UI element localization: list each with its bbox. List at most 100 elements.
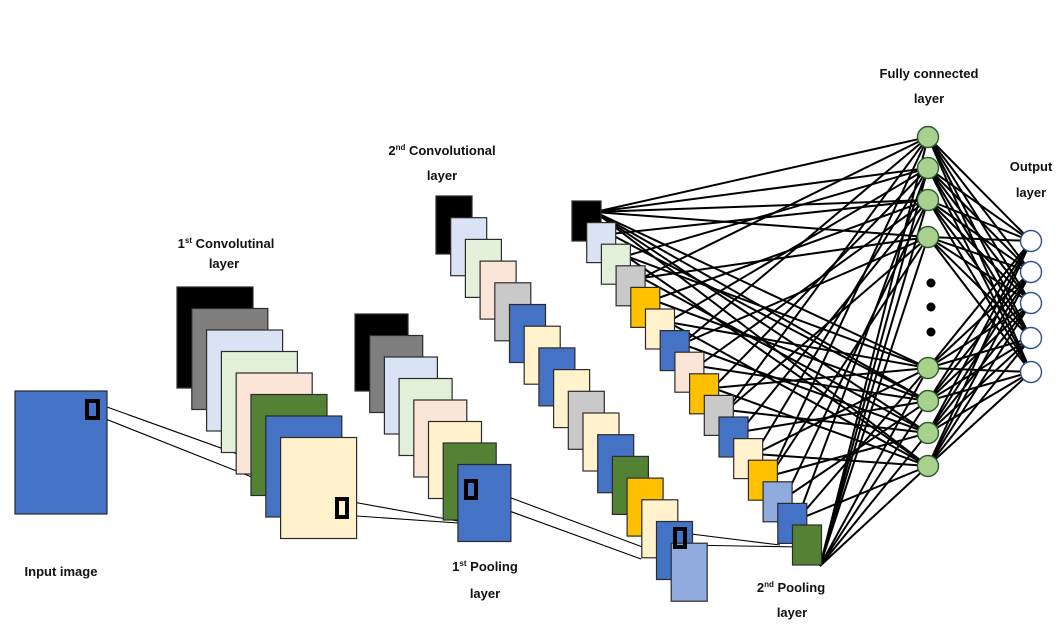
fc-input-wire [726,236,929,411]
fc-input-wire [594,211,929,369]
fc-input-wire [594,211,929,238]
fc-input-wire [819,167,929,567]
ellipsis-dot-3 [926,327,936,337]
fc-input-wire [819,199,929,567]
fc-input-wire [594,167,929,213]
fc-input-wire [594,136,929,213]
fc-node-6 [916,389,940,413]
fc-input-wire [594,211,929,402]
fc-input-wire [796,465,929,521]
fc-input-wire [652,299,929,402]
fc-input-wire [641,277,929,434]
input-image-square [14,390,108,515]
fc-input-wire [681,343,929,434]
fc-node-7 [916,421,940,445]
fc-input-wire [697,365,929,402]
conv1-map-8 [280,436,358,540]
output-wire [927,240,1032,467]
fully-connected-label-line2: layer [914,91,944,106]
fc-input-wire [726,409,929,434]
conv1-receptive-field [335,497,349,519]
output-wire [927,199,1032,273]
neuron-nodes [916,125,1043,478]
pool1-map-8 [457,463,512,543]
output-wire [927,199,1032,304]
output-wire [927,236,1032,242]
ellipsis-dot-2 [926,302,936,312]
fc-input-wire [697,199,929,367]
output-wire [927,240,1032,434]
fc-input-wire [819,367,929,567]
projection-line-7 [682,532,781,546]
fc-input-wire [641,136,929,279]
fc-input-wire [594,211,929,434]
fc-input-wire [754,453,929,467]
output-node-2 [1019,260,1043,284]
fc-input-wire [625,167,929,257]
fc-input-wire [769,136,929,477]
fc-node-3 [916,188,940,212]
pool2-label-line1: 2nd Pooling [757,580,825,595]
output-wire [927,302,1032,467]
fc-input-wire [754,367,929,455]
fc-input-wire [784,199,929,499]
output-wire [927,199,1032,242]
conv2-label-line1: 2nd Convolutional [388,143,495,158]
fc-input-wire [667,167,929,323]
output-wire [927,337,1032,467]
conv1-label-line1: 1st Convolutinal [178,236,275,251]
output-node-3 [1019,291,1043,315]
ellipsis-dot-1 [926,278,936,288]
fc-input-wire [625,255,929,467]
output-node-5 [1019,360,1043,384]
conv1-label-line2: layer [209,256,239,271]
fc-input-wire [739,400,929,433]
feature-map-stacks [14,195,823,602]
output-wire [927,371,1032,467]
conv2-label-line2: layer [427,168,457,183]
pool2-map-16 [791,524,823,566]
fc-node-2 [916,156,940,180]
input-image-label: Input image [25,564,98,579]
output-wire [927,271,1032,467]
input-receptive-field [85,399,100,420]
fc-node-1 [916,125,940,149]
output-wire [927,167,1032,242]
pool1-label-line2: layer [470,586,500,601]
fc-input-wire [667,321,929,467]
fc-input-wire [819,136,929,567]
fc-node-4 [916,225,940,249]
pool1-receptive-field [464,479,478,500]
fc-input-wire [594,199,929,213]
conv2-map-17 [670,542,708,602]
output-node-1 [1019,229,1043,253]
fc-node-5 [916,356,940,380]
output-label-line1: Output [1010,159,1053,174]
fc-node-8 [916,454,940,478]
fully-connected-label-line1: Fully connected [880,66,979,81]
fc-input-wire [712,387,929,467]
fc-input-wire [667,321,929,369]
fc-input-wire [819,400,929,567]
output-wire [927,240,1032,369]
fc-input-wire [712,367,929,389]
pool2-label-line2: layer [777,605,807,620]
output-wire [927,240,1032,402]
output-wire [927,236,1032,339]
fc-input-wire [609,233,929,402]
output-wire [927,136,1032,242]
fc-input-wire [819,465,929,567]
output-label-line2: layer [1016,185,1046,200]
output-wire [927,167,1032,339]
fc-input-wire [594,211,929,467]
output-node-4 [1019,326,1043,350]
pool1-label-line1: 1st Pooling [452,559,518,574]
conv2-receptive-field [673,527,687,549]
fc-input-wire [641,236,929,279]
connection-lines [92,136,1032,567]
projection-line-4 [341,514,459,524]
fc-input-wire [739,199,929,433]
fc-input-wire [819,236,929,567]
fc-input-wire [769,432,929,477]
